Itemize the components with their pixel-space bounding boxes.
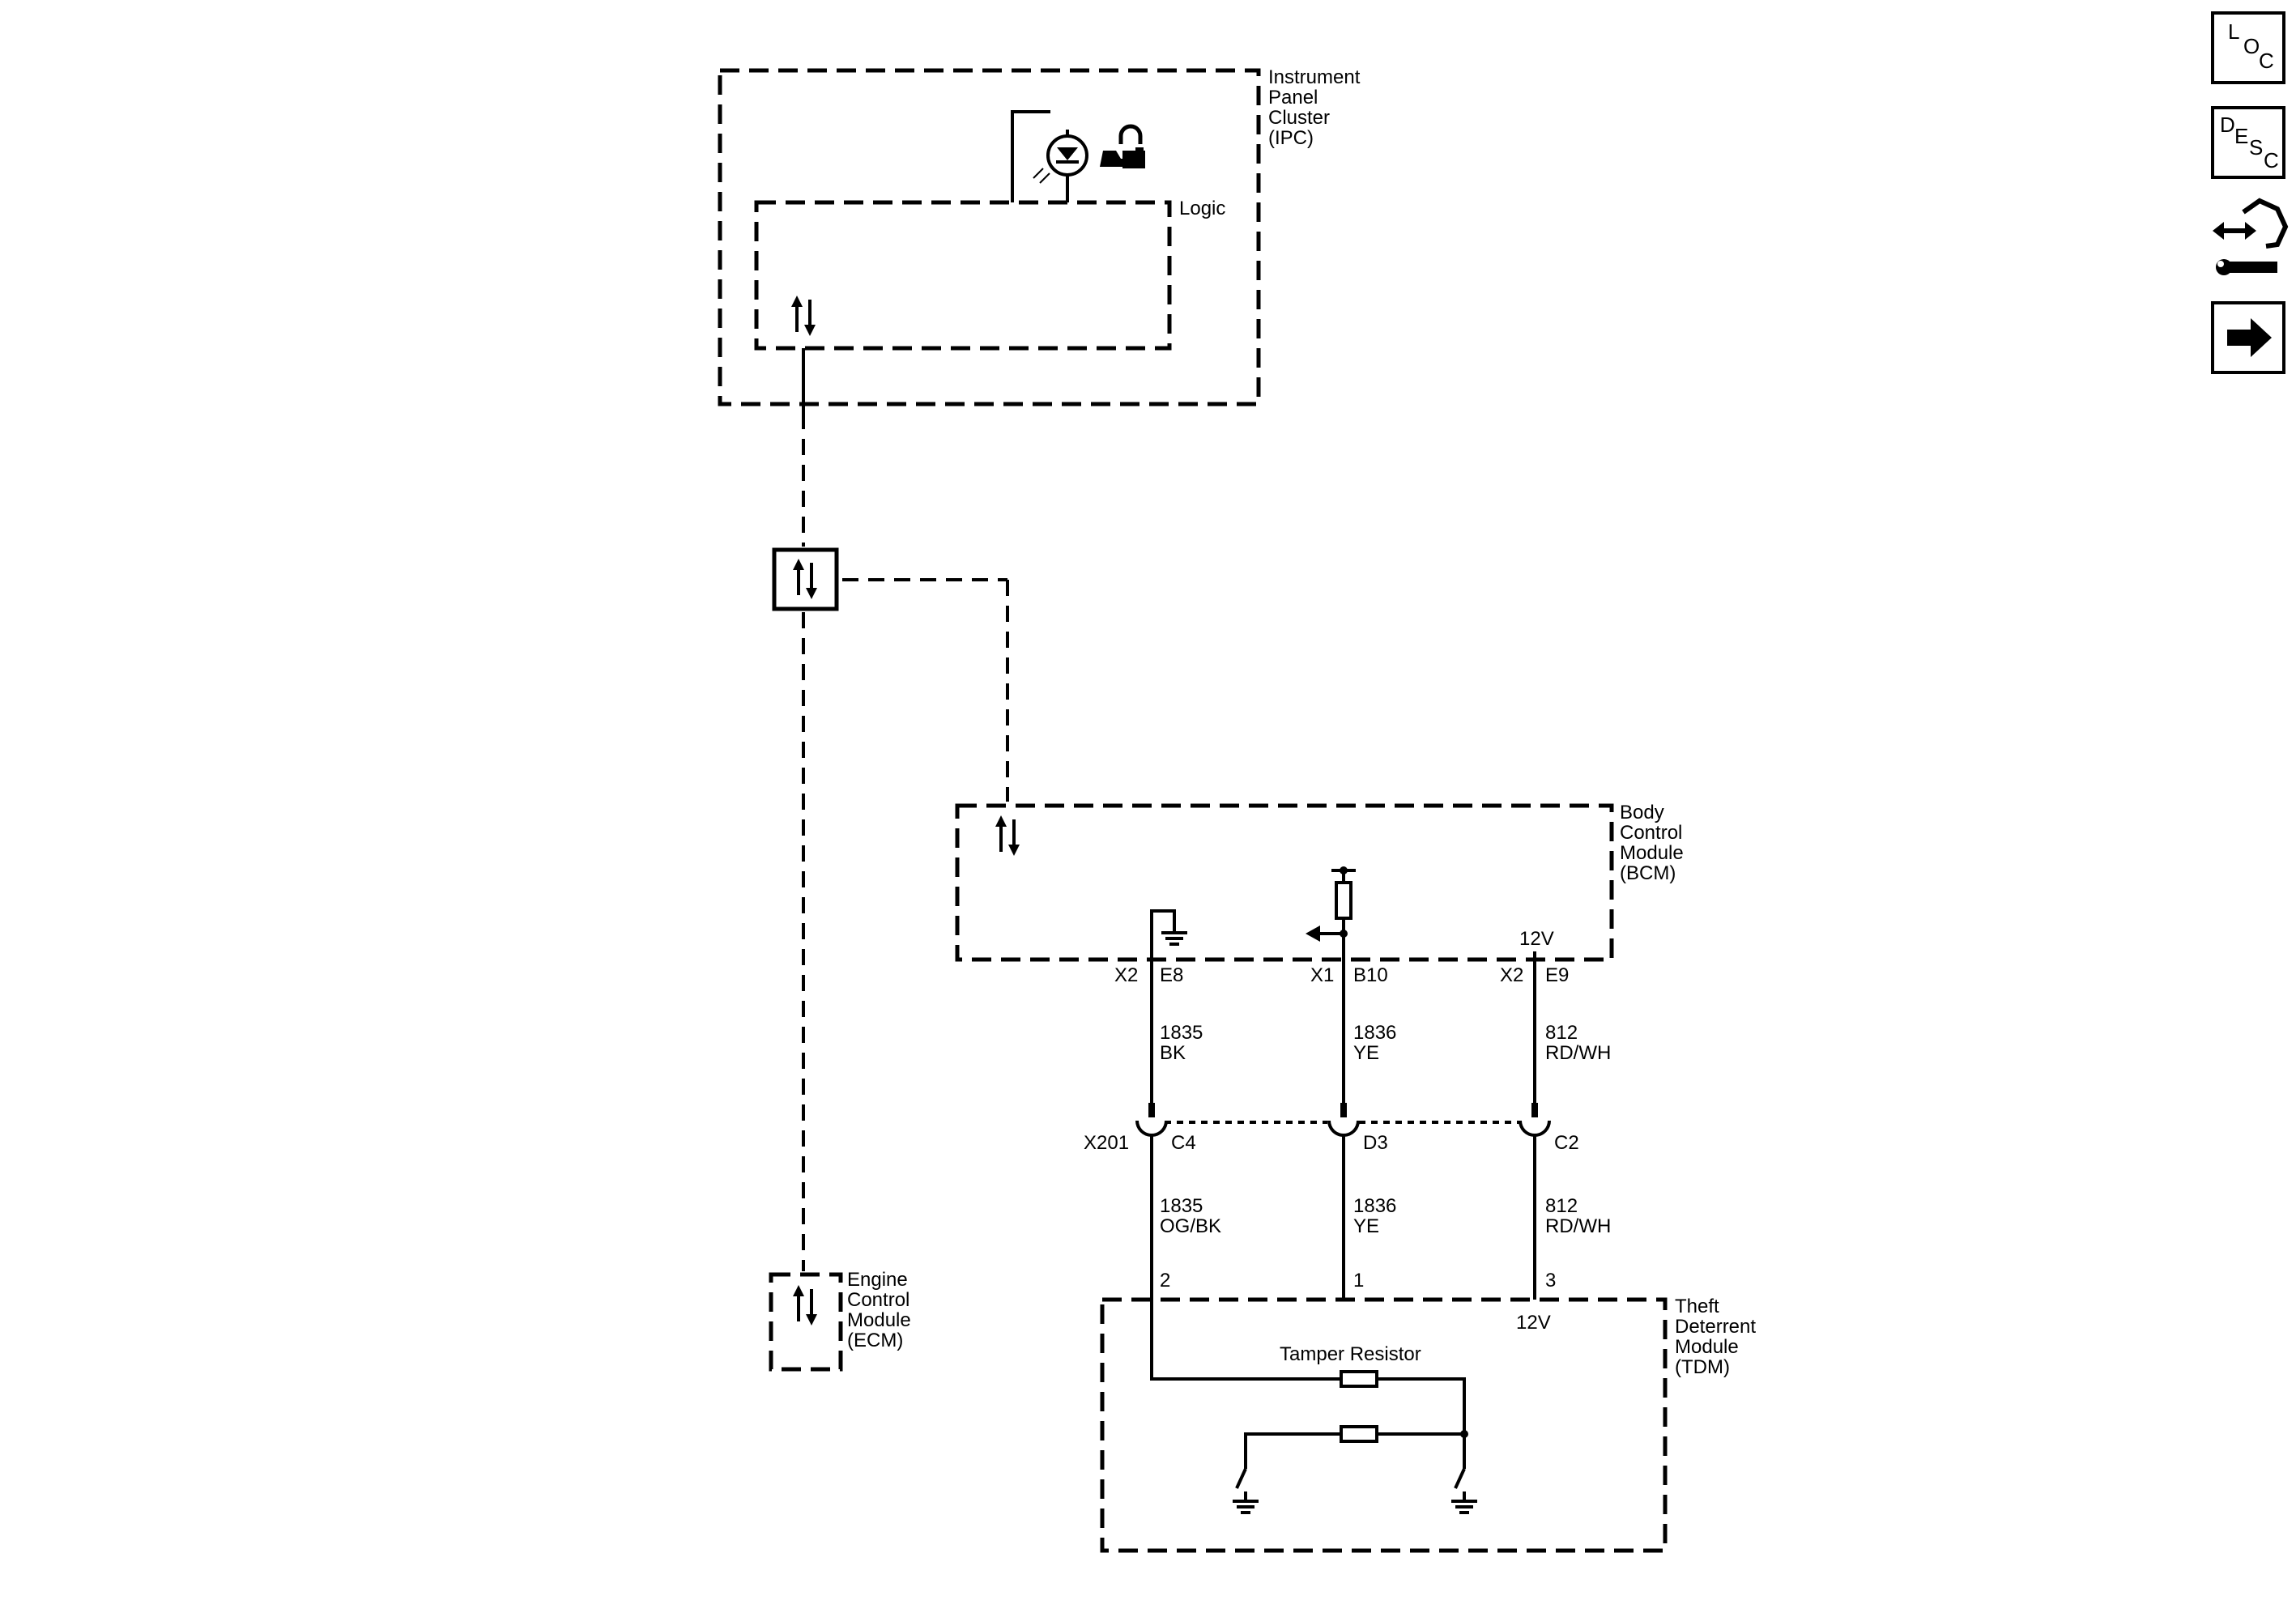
bcm-pin-label: E9 [1545,964,1569,986]
ipc-logic-label: Logic [1179,198,1225,219]
tdm-pin-label: 1 [1353,1270,1364,1291]
bcm-voltage-label: 12V [1519,928,1554,950]
wire-label-lower: 812 RD/WH [1545,1195,1611,1237]
bcm-connector-label: X1 [1310,964,1334,986]
svg-text:E: E [2234,124,2248,148]
bcm-connector-label: X2 [1500,964,1523,986]
engine-control-module: Engine Control Module (ECM) [769,1269,916,1372]
wire-812-rdwh [1531,960,1538,1117]
bcm-connector-label: X2 [1114,964,1138,986]
wire-1835-bk [1148,960,1155,1117]
tdm-pin-label: 3 [1545,1270,1556,1291]
serial-data-icon [994,814,1021,857]
wire-label-upper: 1836 YE [1353,1022,1402,1064]
svg-text:O: O [2243,34,2260,58]
svg-text:D: D [2220,113,2235,137]
x201-pin-label: C4 [1171,1132,1196,1154]
x201-pin-label: D3 [1363,1132,1388,1154]
svg-text:C: C [2264,148,2279,172]
body-control-module: Body Control Module (BCM) 12V [955,802,1689,962]
serial-data-bus [772,413,1009,1271]
instrument-panel-cluster-module: Instrument Panel Cluster (IPC) Logic [718,66,1365,413]
arrow-right-icon [2227,318,2272,357]
svg-text:S: S [2249,135,2263,160]
resistor-icon [1340,1425,1378,1443]
svg-text:L: L [2228,19,2239,44]
signal-input-pullup [1306,866,1356,960]
tdm-title: Theft Deterrent Module (TDM) [1675,1296,1761,1378]
tamper-resistor-icon [1340,1370,1378,1388]
security-indicator-lamp-icon [1011,110,1145,202]
connector-wrench-icon[interactable] [2213,198,2289,275]
description-button[interactable]: D E S C [2211,106,2285,179]
tdm-pin-label: 2 [1160,1270,1170,1291]
wire-1836-ye [1340,960,1347,1117]
theft-deterrent-module: Theft Deterrent Module (TDM) 12V Tamper … [1100,1296,1761,1553]
inline-connector-x201 [1135,1120,1551,1137]
x201-label: X201 [1084,1132,1129,1154]
ipc-title: Instrument Panel Cluster (IPC) [1268,66,1365,149]
wire-label-lower: 1836 YE [1353,1195,1402,1237]
x201-pin-label: C2 [1554,1132,1579,1154]
serial-data-icon [791,1283,819,1327]
wire-label-upper: 1835 BK [1160,1022,1208,1064]
switch-icon [1454,1468,1466,1489]
bcm-title: Body Control Module (BCM) [1620,802,1689,884]
next-button[interactable] [2211,301,2285,374]
tdm-voltage-label: 12V [1516,1312,1551,1334]
switch-icon [1235,1468,1247,1489]
wire-label-upper: 812 RD/WH [1545,1022,1611,1064]
ecm-title: Engine Control Module (ECM) [847,1269,916,1351]
wire-label-lower: 1835 OG/BK [1160,1195,1221,1237]
tamper-resistor-label: Tamper Resistor [1280,1343,1421,1365]
ground-icon [1231,1490,1260,1514]
svg-text:C: C [2259,49,2274,73]
serial-data-icon [790,294,817,338]
location-button[interactable]: L O C [2211,11,2285,84]
bcm-pin-label: E8 [1160,964,1183,986]
ground-icon [1450,1490,1479,1514]
ground-icon [1160,921,1189,946]
bcm-pin-label: B10 [1353,964,1388,986]
